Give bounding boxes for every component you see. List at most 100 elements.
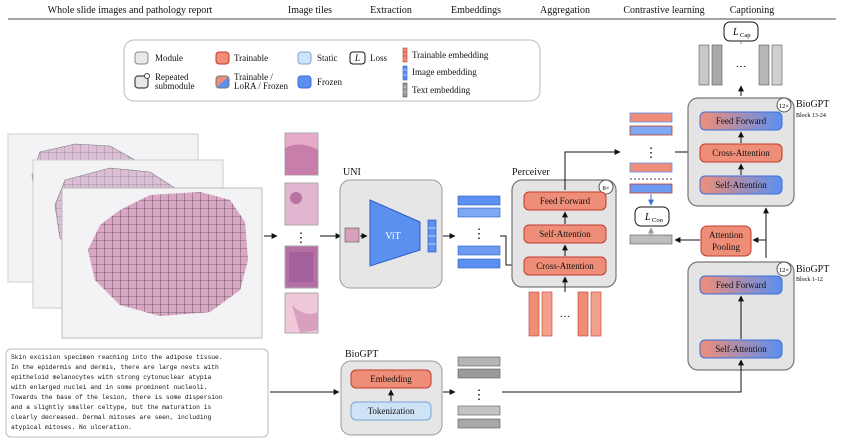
legend-lora-label-1: Trainable / — [234, 72, 273, 82]
biogpt-top-cross-attention — [699, 143, 783, 163]
latents-ellipsis: ··· — [560, 311, 571, 323]
legend-image-embedding-label: Image embedding — [412, 67, 477, 77]
biogpt-bottom-subtitle: Block 1-12 — [796, 277, 823, 283]
uni-title: UNI — [343, 167, 361, 178]
pooled-text-embedding — [629, 234, 673, 245]
tiles-ellipsis: ⋮ — [295, 230, 308, 245]
legend-trainable-swatch — [215, 51, 230, 65]
text-embeddings-ellipsis: ⋮ — [473, 387, 486, 402]
caption-embedding-3 — [758, 44, 770, 86]
legend-text-embedding-icon — [402, 82, 408, 98]
caption-embeddings: ··· L Cap — [698, 21, 783, 96]
report-line-5: Towards the base of the lesion, there is… — [11, 394, 223, 401]
perceiver-feed-forward — [523, 191, 607, 211]
contrastive-loss: L Con — [634, 206, 670, 237]
tile-2 — [284, 182, 319, 226]
embeddings-ellipsis: ⋮ — [473, 226, 486, 241]
text-embedding-3 — [457, 405, 501, 416]
biogpt-bottom-repeat-label: 12× — [779, 267, 790, 274]
perceiver-output-embeddings: ⋮ — [629, 112, 673, 206]
attention-pooling-box — [700, 225, 752, 257]
attention-pooling-label-1: Attention — [709, 230, 743, 240]
header-contrastive: Contrastive learning — [623, 5, 704, 16]
caption-ellipsis: ··· — [736, 61, 747, 73]
legend-static-swatch — [297, 51, 312, 65]
con-loss-sub: Con — [652, 217, 664, 224]
cap-loss-sub: Cap — [740, 32, 750, 39]
legend-repeated-swatch — [134, 75, 149, 89]
legend-lora-label-2: LoRA / Frozen — [234, 81, 288, 91]
arrow-text-to-bottom-biogpt — [502, 359, 744, 393]
legend-trainable-label: Trainable — [234, 53, 268, 63]
legend-frozen-swatch — [297, 75, 312, 89]
biogpt-embedding-block — [350, 369, 432, 389]
image-embedding-4 — [457, 258, 501, 269]
tile-3-texture — [289, 252, 313, 282]
legend-frozen-label: Frozen — [317, 77, 342, 87]
perceiver-feed-forward-label: Feed Forward — [540, 196, 591, 206]
perceiver-repeat-label: 8× — [603, 185, 610, 192]
vit-label: ViT — [385, 231, 401, 242]
wsi-stack — [7, 133, 263, 339]
latent-embedding-2 — [541, 291, 553, 337]
legend-loss-symbol: L — [354, 53, 360, 63]
latent-embedding-4 — [590, 291, 602, 337]
legend: Module Repeated submodule Trainable Trai… — [123, 39, 541, 102]
text-embedding-2 — [457, 368, 501, 379]
latent-embeddings: ··· — [528, 291, 602, 337]
legend-module-swatch — [134, 51, 149, 65]
perceiver-title: Perceiver — [512, 167, 550, 178]
caption-embedding-2 — [711, 44, 723, 86]
report-line-8: atypical mitoses. No ulceration. — [11, 424, 132, 431]
biogpt-top-feed-forward — [699, 111, 783, 131]
report-line-2: In the epidermis and dermis, there are l… — [11, 364, 219, 371]
biogpt-bottom-feed-forward — [699, 275, 783, 295]
attention-pooling-label-2: Pooling — [712, 242, 741, 252]
pathology-report: Skin excision specimen reaching into the… — [5, 348, 269, 438]
arrow-biogpt-to-pooling — [752, 237, 767, 254]
perceiver-repeat-badge — [598, 179, 614, 195]
perceiver-cross-attention — [523, 256, 607, 276]
legend-repeated-label-2: submodule — [155, 81, 195, 91]
report-line-7: clearly decreased. Dermal mitoses are se… — [11, 414, 211, 421]
tile-1-texture — [285, 144, 318, 175]
biogpt-tokenization-block — [350, 401, 432, 421]
legend-text-embedding-label: Text embedding — [412, 85, 471, 95]
header-image-tiles: Image tiles — [288, 5, 332, 16]
legend-trainable-embedding-icon — [402, 47, 408, 63]
cap-loss-symbol: L — [732, 27, 739, 38]
header-embeddings: Embeddings — [451, 5, 501, 16]
report-line-3: epitheloid melanocytes with strong cyton… — [11, 374, 211, 381]
output-embedding-4 — [629, 183, 673, 194]
legend-repeated-label-1: Repeated — [155, 72, 189, 82]
section-header: Whole slide images and pathology report … — [8, 5, 836, 20]
legend-repeated-badge — [144, 73, 150, 79]
legend-module-label: Module — [155, 53, 183, 63]
biogpt-bottom-repeat-badge — [776, 261, 792, 277]
legend-image-embedding-icon — [402, 65, 408, 81]
legend-trainable-embedding-label: Trainable embedding — [412, 50, 489, 60]
tile-2-texture — [290, 192, 302, 204]
biogpt-bottom-self-attention-label: Self-Attention — [715, 344, 767, 354]
uni-input-tile — [344, 227, 360, 243]
biogpt-top-repeat-label: 12× — [779, 103, 790, 110]
image-embedding-2 — [457, 207, 501, 218]
header-aggregation: Aggregation — [540, 5, 590, 16]
biogpt-top-title: BioGPT — [796, 99, 829, 110]
uni-module: UNI ViT — [339, 167, 443, 289]
report-line-1: Skin excision specimen reaching into the… — [11, 354, 223, 361]
biogpt-embedding-module: BioGPT Embedding Tokenization — [340, 349, 443, 436]
biogpt-bottom-feed-forward-label: Feed Forward — [716, 280, 767, 290]
caption-embedding-1 — [698, 44, 710, 86]
biogpt-bottom-module: 12× BioGPT Block 1-12 Feed Forward Self-… — [687, 261, 829, 371]
arrow-perceiver-to-outputs — [564, 149, 621, 190]
report-line-6: and a slightly smaller celtype, but the … — [11, 404, 211, 411]
biogpt-top-self-attention — [699, 175, 783, 195]
biogpt-top-subtitle: Block 13-24 — [796, 113, 826, 119]
biogpt-top-cross-attention-label: Cross-Attention — [712, 148, 770, 158]
perceiver-cross-attention-label: Cross-Attention — [536, 261, 594, 271]
biogpt-bottom-title: BioGPT — [796, 264, 829, 275]
biogpt-top-feed-forward-label: Feed Forward — [716, 116, 767, 126]
con-loss-symbol: L — [644, 212, 651, 223]
